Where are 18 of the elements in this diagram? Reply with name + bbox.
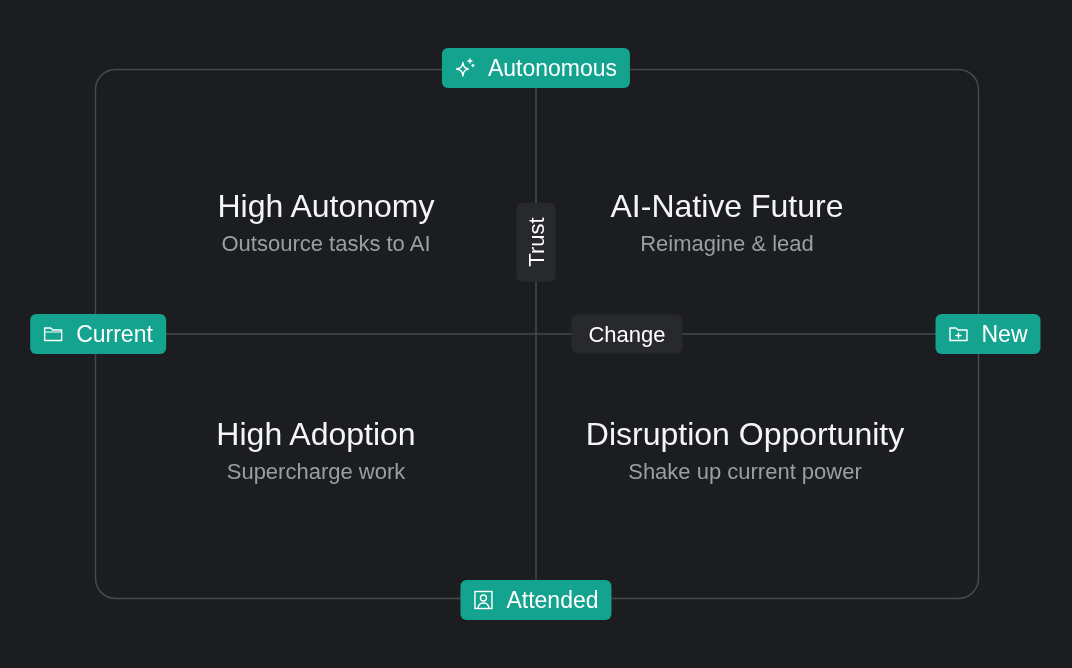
axis-end-badge [460, 579, 612, 620]
axis-end-label: Current [76, 319, 153, 348]
axis-end-badge [441, 48, 631, 88]
axis-title: Change [571, 314, 683, 353]
axis-end-badge [30, 313, 166, 354]
quadrant-subtitle: Shake up current power [627, 457, 863, 485]
axis-end-label: New [981, 319, 1028, 348]
quadrant-heading: AI-Native Future [610, 186, 844, 224]
quadrant-subtitle: Outsource tasks to AI [220, 229, 432, 257]
quadrant-heading: High Adoption [216, 414, 416, 452]
axis-title: Trust [516, 201, 555, 282]
axis-end-label: Autonomous [487, 54, 618, 82]
quadrant-heading: High Autonomy [217, 186, 435, 224]
quadrant-subtitle: Supercharge work [225, 457, 407, 485]
quadrant-heading: Disruption Opportunity [585, 414, 905, 452]
axis-end-badge [935, 313, 1041, 354]
quadrant-subtitle: Reimagine & lead [639, 229, 815, 257]
axis-end-label: Attended [506, 585, 599, 614]
